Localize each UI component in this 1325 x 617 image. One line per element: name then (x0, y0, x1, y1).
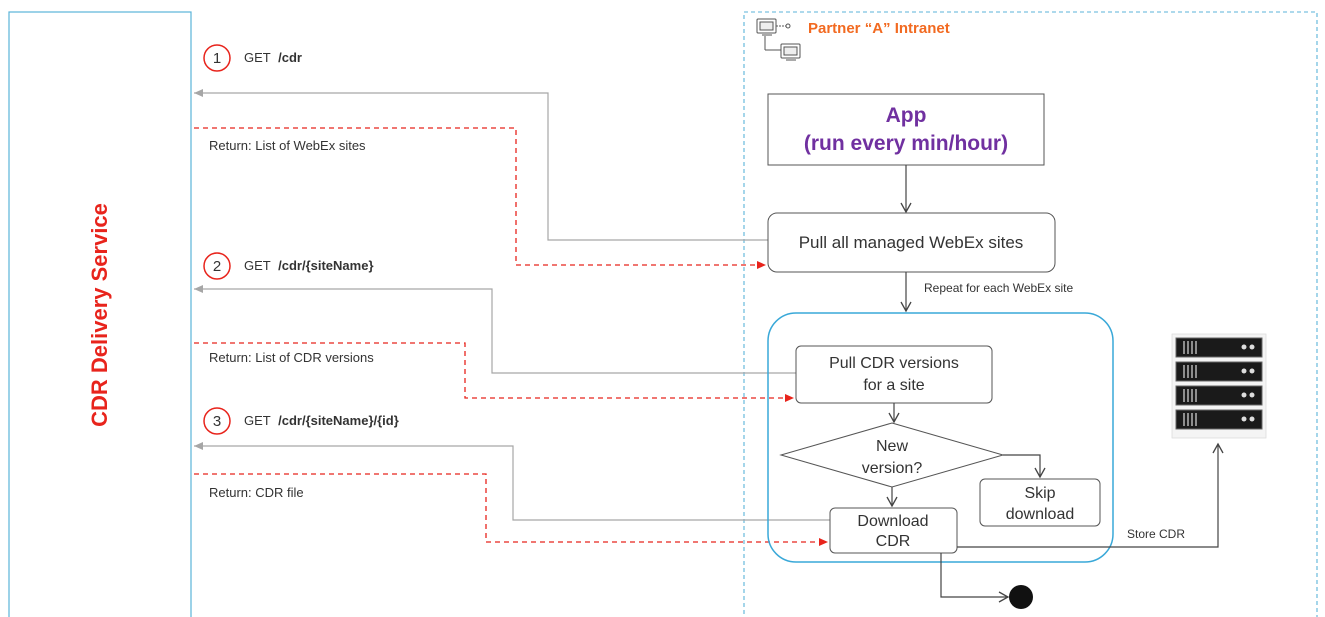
step-1-return-line (194, 127, 766, 269)
app-schedule: (run every min/hour) (804, 132, 1008, 155)
new-version-label-line1: New (876, 438, 908, 455)
store-cdr-line (957, 442, 1224, 548)
step-1-number: 1 (213, 50, 221, 67)
pull-sites-box (767, 212, 1056, 273)
step-2-number: 2 (213, 258, 221, 275)
network-computers-icon (756, 18, 801, 61)
step-2-return-label: Return: List of CDR versions (209, 350, 374, 365)
new-version-label-line2: version? (862, 460, 923, 477)
step-3-circle (203, 407, 231, 435)
step-2-request: GET /cdr/{siteName} (244, 258, 374, 273)
step-2-return-line (194, 342, 794, 402)
step-1-request: GET /cdr (244, 50, 302, 65)
app-box (767, 93, 1045, 166)
step-3-return-line (194, 473, 828, 546)
pull-versions-label-line2: for a site (863, 377, 924, 394)
step-3-request-line (194, 442, 830, 521)
step-3-method: GET (244, 413, 271, 428)
step-3-return-label: Return: CDR file (209, 485, 304, 500)
partner-intranet-region (743, 11, 1318, 617)
step-1-circle (203, 44, 231, 72)
cdr-delivery-service-panel (8, 11, 192, 617)
step-3-number: 3 (213, 413, 221, 430)
server-rack-icon (1171, 333, 1267, 439)
download-cdr-label-line2: CDR (876, 533, 911, 550)
step-1-method: GET (244, 50, 271, 65)
skip-download-box (979, 478, 1101, 527)
step-1-request-line (194, 89, 768, 241)
step-1-return-label: Return: List of WebEx sites (209, 138, 366, 153)
skip-download-label-line2: download (1006, 506, 1075, 523)
end-node-icon (1009, 585, 1033, 609)
pull-sites-label: Pull all managed WebEx sites (799, 233, 1024, 252)
download-to-end-arrow (940, 553, 1010, 603)
partner-intranet-label: Partner “A” Intranet (808, 20, 950, 37)
download-cdr-label-line1: Download (857, 513, 928, 530)
step-2-request-line (194, 285, 796, 374)
step-3-request: GET /cdr/{siteName}/{id} (244, 413, 399, 428)
download-cdr-box (829, 507, 958, 554)
step-2-path: /cdr/{siteName} (278, 258, 373, 273)
store-cdr-label: Store CDR (1127, 527, 1185, 541)
app-title: App (886, 104, 927, 127)
pull-versions-label-line1: Pull CDR versions (829, 355, 959, 372)
step-3-path: /cdr/{siteName}/{id} (278, 413, 399, 428)
decision-to-skip-arrow (1003, 454, 1046, 479)
step-2-circle (203, 252, 231, 280)
new-version-decision (779, 422, 1005, 488)
cdr-delivery-service-title: CDR Delivery Service (87, 203, 112, 427)
step-2-method: GET (244, 258, 271, 273)
skip-download-label-line1: Skip (1024, 485, 1055, 502)
repeat-label: Repeat for each WebEx site (924, 281, 1074, 295)
step-1-path: /cdr (278, 50, 302, 65)
